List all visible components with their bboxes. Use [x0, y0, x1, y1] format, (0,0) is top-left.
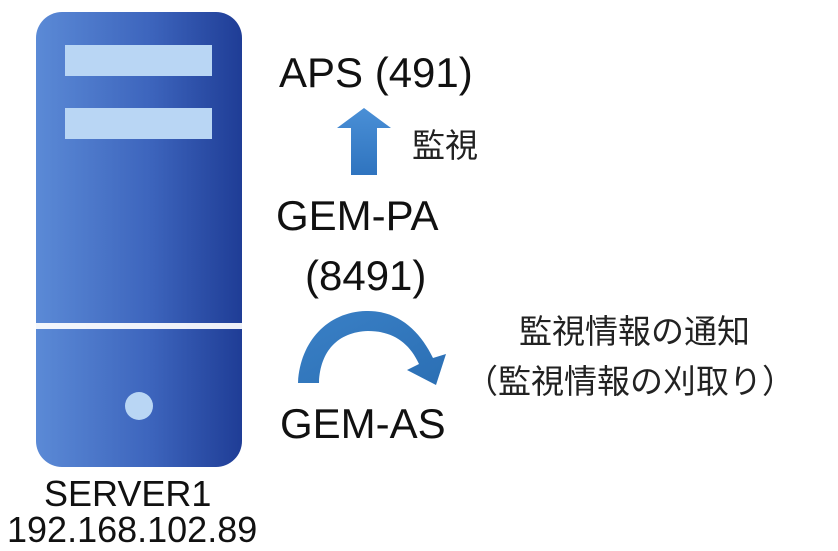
- server-drive-bay-2: [65, 108, 212, 139]
- monitor-label: 監視: [412, 126, 478, 165]
- node-aps: APS (491): [279, 49, 473, 96]
- monitor-arrow-up: [337, 108, 391, 175]
- server-icon: [36, 12, 242, 467]
- server-drive-bay-1: [65, 45, 212, 76]
- notify-label-sub: （監視情報の刈取り）: [465, 362, 795, 401]
- node-gem-pa-port: (8491): [305, 252, 427, 299]
- node-gem-pa-name: GEM-PA: [276, 192, 439, 239]
- server-ip: 192.168.102.89: [7, 509, 258, 550]
- server-divider: [36, 323, 242, 329]
- server-name: SERVER1: [44, 473, 212, 514]
- server-power-led: [125, 392, 153, 420]
- notify-label: 監視情報の通知: [519, 312, 750, 351]
- node-gem-as: GEM-AS: [280, 400, 446, 447]
- notify-curved-arrow: [298, 310, 446, 385]
